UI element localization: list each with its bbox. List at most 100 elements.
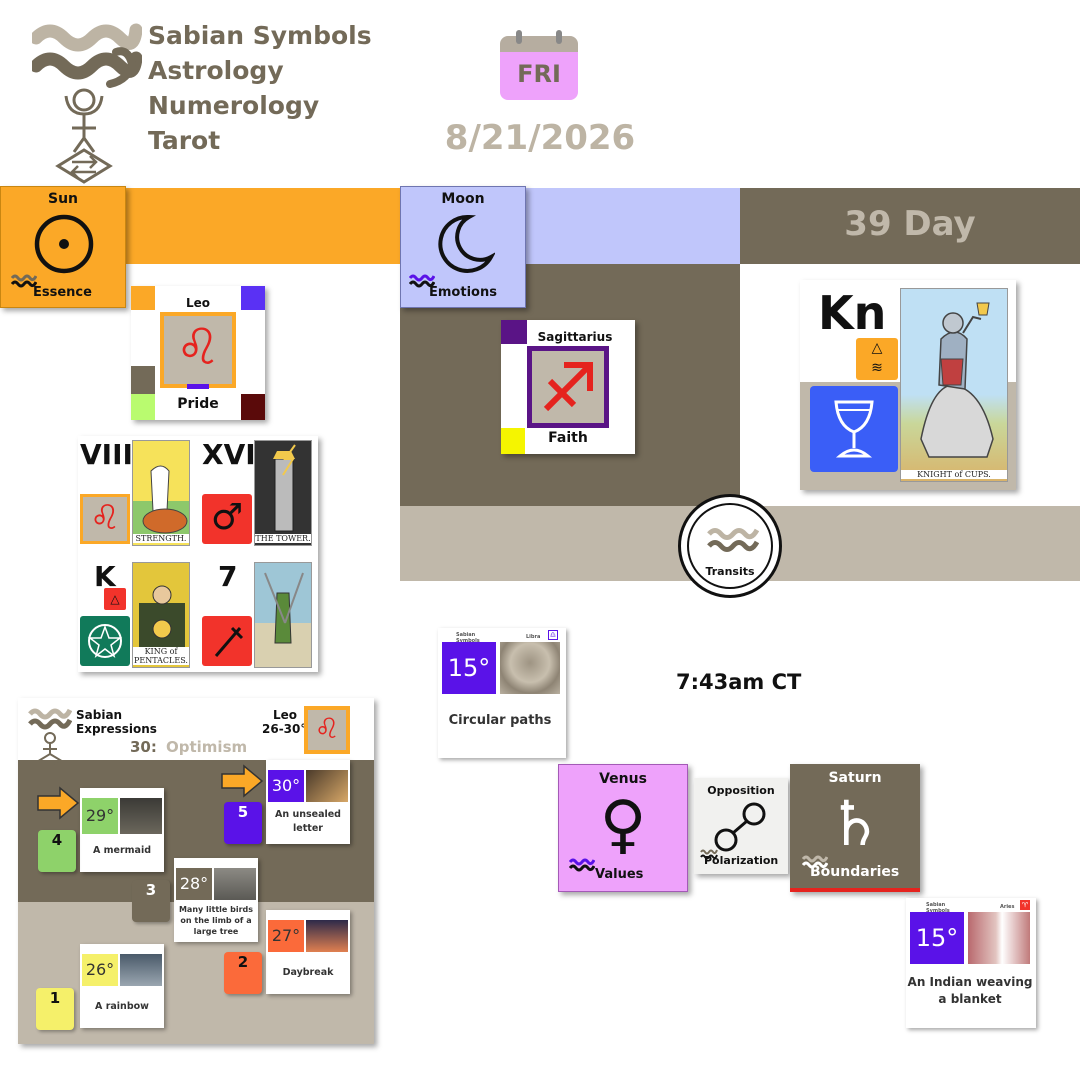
sabian-text: Many little birds on the limb of a large… bbox=[178, 905, 254, 936]
number-box-2: 2 bbox=[224, 952, 262, 994]
arrow-right-icon bbox=[221, 764, 264, 798]
sabian-card-30: 30° An unsealed letter bbox=[266, 760, 350, 844]
saturn-card: Saturn ♄ Boundaries bbox=[790, 764, 920, 892]
moon-glyph-icon bbox=[438, 214, 495, 273]
sabian-card-28: 28° Many little birds on the limb of a l… bbox=[174, 858, 258, 942]
sabian-degree: 15° bbox=[910, 912, 964, 964]
aquarius-mini-icon bbox=[569, 858, 595, 872]
expressions-theme-number: 30: bbox=[130, 738, 157, 756]
aquarius-wave-icon bbox=[29, 23, 143, 184]
sabian-text: An Indian weaving a blanket bbox=[907, 975, 1033, 1006]
brand-line-1: Sabian Symbols bbox=[148, 21, 372, 50]
moon-card: Moon Emotions bbox=[400, 186, 526, 308]
tower-caption: THE TOWER. bbox=[255, 534, 311, 543]
moon-title: Moon bbox=[441, 191, 485, 207]
sabian-photo bbox=[214, 868, 256, 900]
king-caption: KING of PENTACLES. bbox=[133, 647, 189, 665]
sabian-mini-header: Sabian Symbols bbox=[456, 632, 480, 644]
sabian-photo bbox=[120, 954, 162, 986]
sabian-mini-header: Sabian Symbols bbox=[926, 902, 950, 914]
mars-mini-icon: ♂ bbox=[202, 494, 252, 544]
saturn-subtitle: Boundaries bbox=[810, 864, 900, 880]
transits-label: Transits bbox=[705, 565, 755, 578]
sagittarius-sign-name: Sagittarius bbox=[537, 330, 613, 344]
fire-air-element-icon: △≋ bbox=[856, 338, 898, 380]
opposition-title: Opposition bbox=[707, 784, 775, 797]
opposition-subtitle: Polarization bbox=[704, 854, 779, 867]
aquarius-wave-icon bbox=[28, 708, 72, 766]
sabian-card-27: 27° Daybreak bbox=[266, 910, 350, 994]
expressions-theme-word: Optimism bbox=[166, 738, 248, 756]
sword-suit-icon bbox=[202, 616, 252, 666]
tarot-numeral-4: 7 bbox=[218, 560, 238, 593]
sabian-mini-sign: Aries bbox=[1000, 904, 1015, 910]
sabian-degree: 15° bbox=[442, 642, 496, 694]
sagittarius-keyword: Faith bbox=[548, 430, 588, 446]
transits-wheel: Transits bbox=[678, 494, 782, 598]
pentacle-suit-icon bbox=[80, 616, 130, 666]
brand-logo bbox=[29, 20, 143, 190]
sabian-text: A mermaid bbox=[92, 845, 152, 856]
expressions-sign: Leo bbox=[273, 708, 298, 722]
sun-title: Sun bbox=[47, 191, 79, 207]
cup-suit-icon bbox=[810, 386, 898, 472]
calendar-date: 8/21/2026 bbox=[444, 118, 636, 158]
venus-glyph-icon: ♀ bbox=[599, 788, 647, 862]
day-band bbox=[740, 188, 1080, 264]
sabian-text: Circular paths bbox=[448, 713, 552, 728]
leo-mini-icon: ♌ bbox=[80, 494, 130, 544]
transit-time: 7:43am CT bbox=[676, 670, 802, 694]
arrow-right-icon bbox=[37, 786, 80, 820]
sabian-photo bbox=[306, 770, 348, 802]
aries-mini-icon: ♈ bbox=[1020, 900, 1030, 910]
sabian-card-29: 29° A mermaid bbox=[80, 788, 164, 872]
sagittarius-glyph-icon bbox=[543, 362, 593, 412]
sabian-text: An unsealed letter bbox=[275, 809, 341, 834]
brand-line-2: Astrology bbox=[148, 56, 284, 85]
tower-card-image: THE TOWER. bbox=[254, 440, 312, 546]
venus-card: Venus ♀ Values bbox=[558, 764, 688, 892]
brand-line-3: Numerology bbox=[148, 91, 320, 120]
moon-subtitle: Emotions bbox=[429, 285, 497, 300]
knight-of-cups-image: KNIGHT of CUPS. bbox=[900, 288, 1008, 482]
tarot-grid: VIII ♌ STRENGTH. XVI ♂ THE TOWER. K △ bbox=[78, 436, 318, 672]
sagittarius-glyph-box bbox=[527, 346, 609, 428]
day-count: 39 Day bbox=[844, 204, 976, 244]
saturn-title: Saturn bbox=[828, 770, 882, 786]
leo-keyword: Pride bbox=[177, 396, 219, 412]
brand-line-4: Tarot bbox=[148, 126, 221, 155]
tarot-numeral-1: VIII bbox=[80, 438, 133, 471]
sabian-text: A rainbow bbox=[95, 1001, 149, 1012]
leo-sign-card: Leo ♌ Pride bbox=[131, 286, 265, 420]
sagittarius-sign-card: Sagittarius Faith bbox=[501, 320, 635, 454]
libra-mini-icon: ♎ bbox=[548, 630, 558, 640]
sabian-degree: 26° bbox=[82, 954, 118, 986]
sabian-photo bbox=[120, 798, 162, 834]
sun-card: Sun Essence bbox=[0, 186, 126, 308]
transit-sabian-card: Sabian Symbols Libra ♎ 15° Circular path… bbox=[438, 628, 566, 758]
number-box-4: 4 bbox=[38, 830, 76, 872]
sabian-text: Daybreak bbox=[282, 967, 334, 978]
expressions-range: 26-30° bbox=[262, 722, 307, 736]
leo-mini-icon: ♌ bbox=[304, 706, 350, 754]
number-box-5: 5 bbox=[224, 802, 262, 844]
calendar-day: FRI bbox=[517, 60, 561, 88]
expressions-title: Sabian Expressions bbox=[76, 708, 157, 736]
sabian-degree: 30° bbox=[268, 770, 304, 802]
number-box-3: 3 bbox=[132, 880, 170, 922]
saturn-glyph-icon: ♄ bbox=[827, 787, 883, 860]
opposition-glyph-icon bbox=[714, 802, 766, 852]
leo-sign-name: Leo bbox=[185, 296, 211, 310]
sabian-degree: 27° bbox=[268, 920, 304, 952]
sabian-card-26: 26° A rainbow bbox=[80, 944, 164, 1028]
earth-element-icon: △ bbox=[104, 588, 126, 610]
aquarius-mini-icon bbox=[802, 855, 828, 869]
sabian-mini-sign: Libra bbox=[526, 634, 541, 640]
sabian-degree: 29° bbox=[82, 798, 118, 834]
king-of-pentacles-image: KING of PENTACLES. bbox=[132, 562, 190, 668]
number-box-1: 1 bbox=[36, 988, 74, 1030]
saturn-sabian-card: Sabian Symbols Aries ♈ 15° An Indian wea… bbox=[906, 898, 1036, 1028]
leo-glyph-icon: ♌ bbox=[175, 318, 221, 376]
knight-label: Kn bbox=[818, 286, 887, 340]
seven-of-swords-image bbox=[254, 562, 312, 668]
